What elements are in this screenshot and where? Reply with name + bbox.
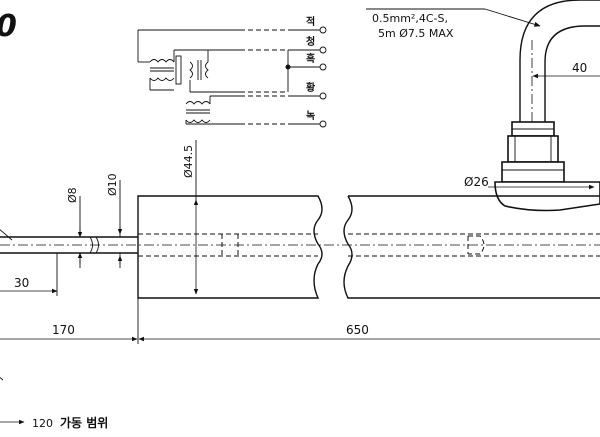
dim-nut-diameter: Ø26: [464, 175, 489, 189]
dim-rod-diameter-8: Ø8: [66, 187, 79, 203]
dim-body-length: 650: [346, 323, 369, 337]
stroke-label: 가동 범위: [60, 415, 108, 430]
wire-color-red: 적: [306, 15, 315, 28]
figure-number: 0: [0, 9, 17, 44]
cable-spec-line2: 5m Ø7.5 MAX: [378, 27, 454, 40]
wire-color-yellow: 황: [306, 81, 316, 94]
dim-body-diameter: Ø44.5: [182, 145, 195, 178]
cable-spec-line1: 0.5mm²,4C-S,: [372, 12, 448, 25]
dim-rod-tip: 30: [14, 276, 29, 290]
wiring-schematic: 적 청 흑 황 녹: [137, 15, 327, 128]
sensor-rod: Ø8 Ø10: [0, 173, 138, 268]
sensor-body: Ø44.5: [0, 140, 600, 299]
dim-stem-length: 170: [52, 323, 75, 337]
dim-rod-diameter-10: Ø10: [106, 173, 119, 196]
length-dimensions: 30 170 650: [0, 253, 600, 381]
cable-connector: 0.5mm²,4C-S, 5m Ø7.5 MAX 40 Ø26: [366, 0, 600, 212]
stroke-value: 120: [32, 417, 53, 430]
stroke-note: 120 가동 범위: [0, 415, 108, 430]
dim-bend-width: 40: [572, 61, 587, 75]
wire-color-blue: 청: [306, 35, 315, 48]
wire-color-black: 흑: [306, 52, 315, 65]
wire-color-green: 녹: [306, 110, 315, 122]
